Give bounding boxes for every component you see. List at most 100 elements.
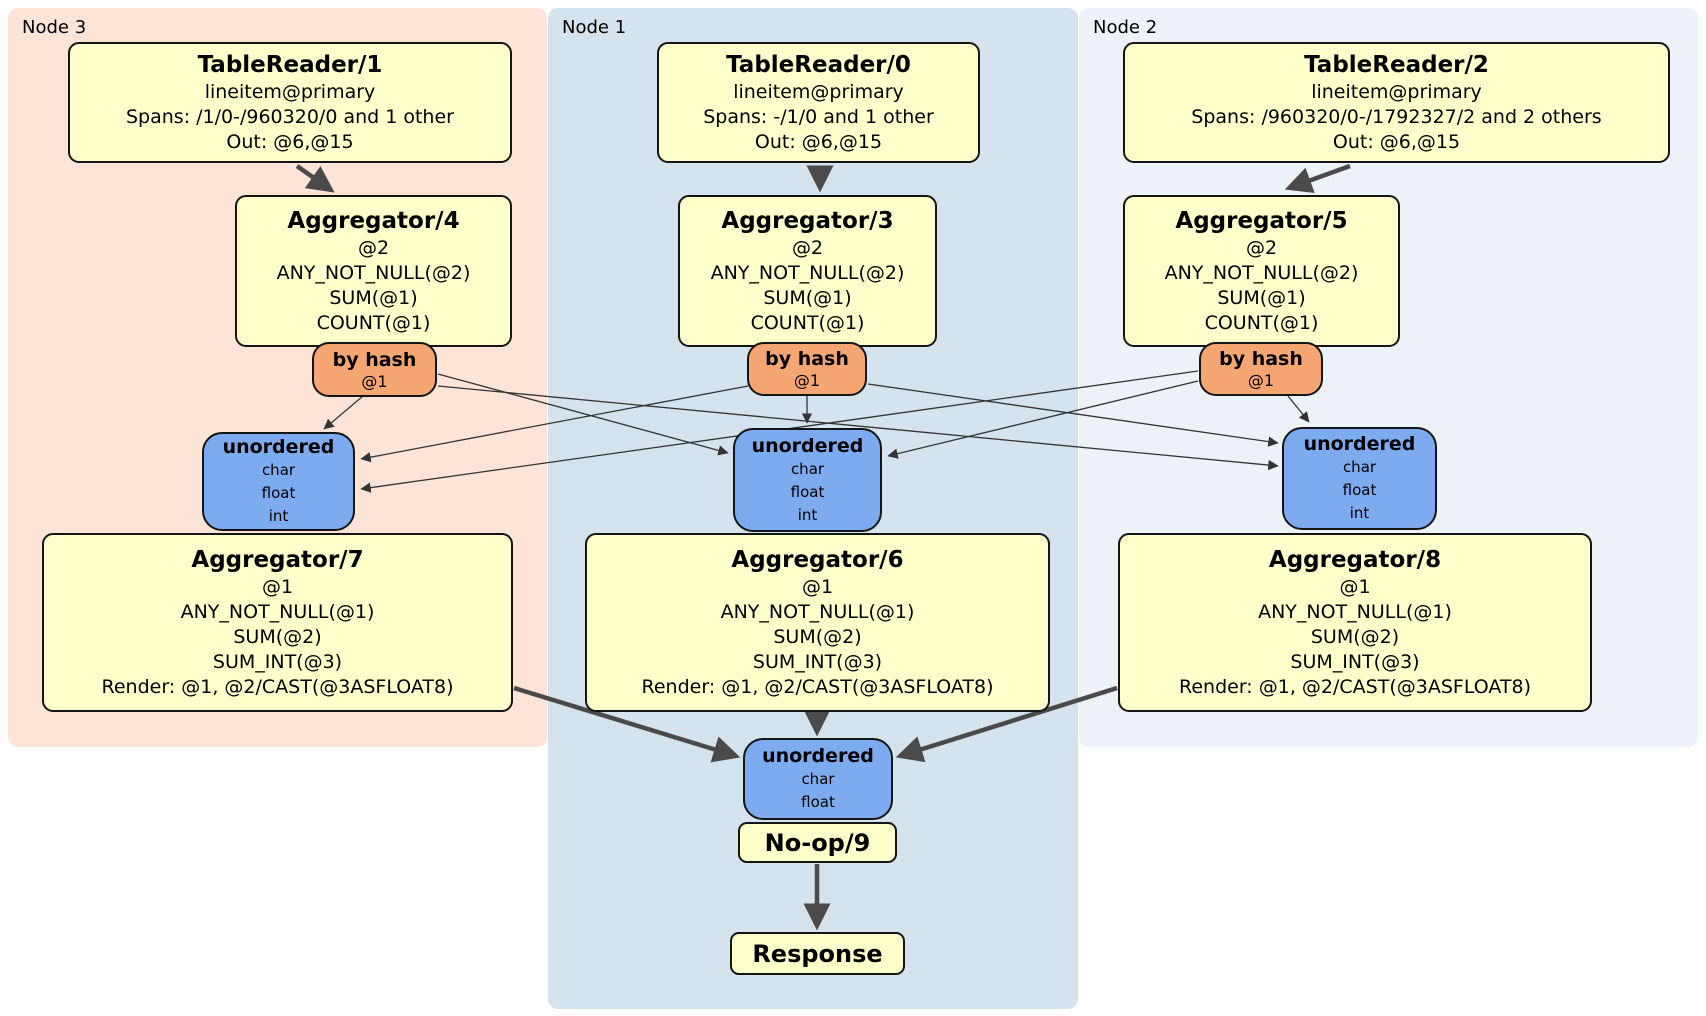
box-line: Spans: /960320/0-/1792327/2 and 2 others bbox=[1191, 106, 1602, 128]
router-key: @1 bbox=[793, 371, 821, 390]
router-label: by hash bbox=[1219, 348, 1303, 370]
stream-sync-1: unordered char float int bbox=[733, 428, 882, 532]
box-line: SUM(@1) bbox=[329, 287, 418, 309]
hash-router-3: by hash @1 bbox=[747, 342, 867, 396]
aggregator-8-box: Aggregator/8 @1 ANY_NOT_NULL(@1) SUM(@2)… bbox=[1118, 533, 1592, 712]
box-title: Aggregator/7 bbox=[191, 547, 364, 573]
box-line: SUM_INT(@3) bbox=[212, 651, 343, 673]
aggregator-3-box: Aggregator/3 @2 ANY_NOT_NULL(@2) SUM(@1)… bbox=[678, 195, 937, 347]
box-line: SUM(@2) bbox=[233, 626, 322, 648]
box-line: ANY_NOT_NULL(@1) bbox=[720, 601, 915, 623]
box-title: Aggregator/8 bbox=[1268, 547, 1442, 573]
box-title: Aggregator/3 bbox=[721, 208, 894, 234]
hash-router-4: by hash @1 bbox=[312, 342, 437, 397]
box-line: SUM(@1) bbox=[1217, 287, 1306, 309]
box-title: No-op/9 bbox=[764, 828, 871, 857]
edge-router4-sync1 bbox=[437, 373, 729, 456]
box-line: Out: @6,@15 bbox=[754, 131, 883, 153]
hash-router-5: by hash @1 bbox=[1199, 342, 1323, 396]
aggregator-6-box: Aggregator/6 @1 ANY_NOT_NULL(@1) SUM(@2)… bbox=[585, 533, 1050, 712]
noop-box: No-op/9 bbox=[738, 822, 897, 863]
edge-router5-sync2 bbox=[1287, 395, 1310, 423]
sync-label: unordered bbox=[1303, 433, 1416, 455]
box-line: Spans: /1/0-/960320/0 and 1 other bbox=[126, 106, 454, 128]
tablereader-0-box: TableReader/0 lineitem@primary Spans: -/… bbox=[657, 42, 980, 163]
box-line: Render: @1, @2/CAST(@3ASFLOAT8) bbox=[101, 676, 454, 698]
box-line: SUM(@2) bbox=[773, 626, 862, 648]
box-line: @1 bbox=[801, 576, 834, 598]
box-line: @2 bbox=[791, 237, 824, 259]
box-title: Aggregator/4 bbox=[287, 208, 460, 234]
aggregator-7-box: Aggregator/7 @1 ANY_NOT_NULL(@1) SUM(@2)… bbox=[42, 533, 513, 712]
box-line: Spans: -/1/0 and 1 other bbox=[703, 106, 934, 128]
box-line: SUM(@1) bbox=[763, 287, 852, 309]
router-key: @1 bbox=[361, 371, 388, 391]
edge-router3-sync3 bbox=[360, 385, 749, 463]
sync-label: unordered bbox=[751, 434, 864, 457]
sync-stream: int bbox=[1349, 504, 1370, 522]
box-line: SUM_INT(@3) bbox=[752, 651, 883, 673]
box-title: TableReader/2 bbox=[1304, 52, 1489, 78]
response-box: Response bbox=[730, 932, 905, 975]
sync-stream: char bbox=[261, 461, 296, 479]
sync-stream: float bbox=[1342, 481, 1377, 499]
tablereader-2-box: TableReader/2 lineitem@primary Spans: /9… bbox=[1123, 42, 1670, 163]
sync-stream: float bbox=[801, 793, 835, 811]
sync-stream: char bbox=[790, 459, 825, 478]
box-line: COUNT(@1) bbox=[750, 312, 865, 334]
router-key: @1 bbox=[1247, 371, 1275, 390]
box-line: SUM_INT(@3) bbox=[1290, 651, 1420, 673]
router-label: by hash bbox=[765, 348, 849, 370]
sync-stream: float bbox=[261, 484, 296, 502]
box-line: SUM(@2) bbox=[1310, 626, 1400, 648]
router-label: by hash bbox=[332, 348, 417, 371]
box-line: COUNT(@1) bbox=[1204, 312, 1319, 334]
sync-stream: char bbox=[1342, 458, 1377, 476]
box-title: Aggregator/6 bbox=[731, 547, 904, 573]
final-stream-sync: unordered char float bbox=[743, 738, 893, 820]
edge-router4-sync2 bbox=[437, 385, 1279, 471]
box-title: TableReader/0 bbox=[726, 52, 911, 78]
box-title: Response bbox=[752, 939, 883, 968]
sync-stream: int bbox=[797, 505, 818, 524]
tablereader-1-box: TableReader/1 lineitem@primary Spans: /1… bbox=[68, 42, 512, 163]
edge-router4-sync3 bbox=[323, 395, 364, 430]
aggregator-5-box: Aggregator/5 @2 ANY_NOT_NULL(@2) SUM(@1)… bbox=[1123, 195, 1400, 347]
aggregator-4-box: Aggregator/4 @2 ANY_NOT_NULL(@2) SUM(@1)… bbox=[235, 195, 512, 347]
box-line: Render: @1, @2/CAST(@3ASFLOAT8) bbox=[641, 676, 994, 698]
box-title: Aggregator/5 bbox=[1175, 208, 1348, 234]
node-label: Node 2 bbox=[1093, 17, 1158, 38]
box-line: @2 bbox=[357, 237, 390, 259]
node-label: Node 1 bbox=[562, 17, 627, 38]
box-line: @1 bbox=[261, 576, 294, 598]
box-line: lineitem@primary bbox=[1311, 81, 1482, 103]
box-line: @1 bbox=[1339, 576, 1371, 598]
box-line: @2 bbox=[1245, 237, 1278, 259]
sync-label: unordered bbox=[222, 436, 335, 458]
box-line: ANY_NOT_NULL(@1) bbox=[1258, 601, 1452, 623]
edge-aggregator7-finalsync bbox=[513, 685, 741, 763]
box-line: ANY_NOT_NULL(@1) bbox=[180, 601, 375, 623]
stream-sync-3: unordered char float int bbox=[202, 432, 355, 531]
box-line: ANY_NOT_NULL(@2) bbox=[1164, 262, 1359, 284]
box-line: ANY_NOT_NULL(@2) bbox=[710, 262, 905, 284]
box-line: Out: @6,@15 bbox=[226, 131, 354, 153]
edge-tablereader1-aggregator4 bbox=[295, 164, 335, 193]
edge-router3-sync2 bbox=[867, 383, 1279, 447]
box-line: COUNT(@1) bbox=[316, 312, 431, 334]
sync-stream: float bbox=[790, 482, 825, 501]
sync-stream: char bbox=[801, 770, 835, 788]
box-line: lineitem@primary bbox=[204, 81, 376, 103]
edge-router5-sync1 bbox=[887, 380, 1199, 459]
node-label: Node 3 bbox=[22, 17, 87, 38]
sync-stream: int bbox=[268, 507, 289, 525]
edge-tablereader2-aggregator5 bbox=[1284, 163, 1351, 194]
box-line: Out: @6,@15 bbox=[1332, 131, 1461, 153]
edge-aggregator8-finalsync bbox=[895, 685, 1118, 763]
box-line: ANY_NOT_NULL(@2) bbox=[276, 262, 471, 284]
sync-label: unordered bbox=[762, 745, 874, 767]
box-line: lineitem@primary bbox=[733, 81, 904, 103]
box-line: Render: @1, @2/CAST(@3ASFLOAT8) bbox=[1179, 676, 1531, 698]
box-title: TableReader/1 bbox=[197, 52, 383, 78]
